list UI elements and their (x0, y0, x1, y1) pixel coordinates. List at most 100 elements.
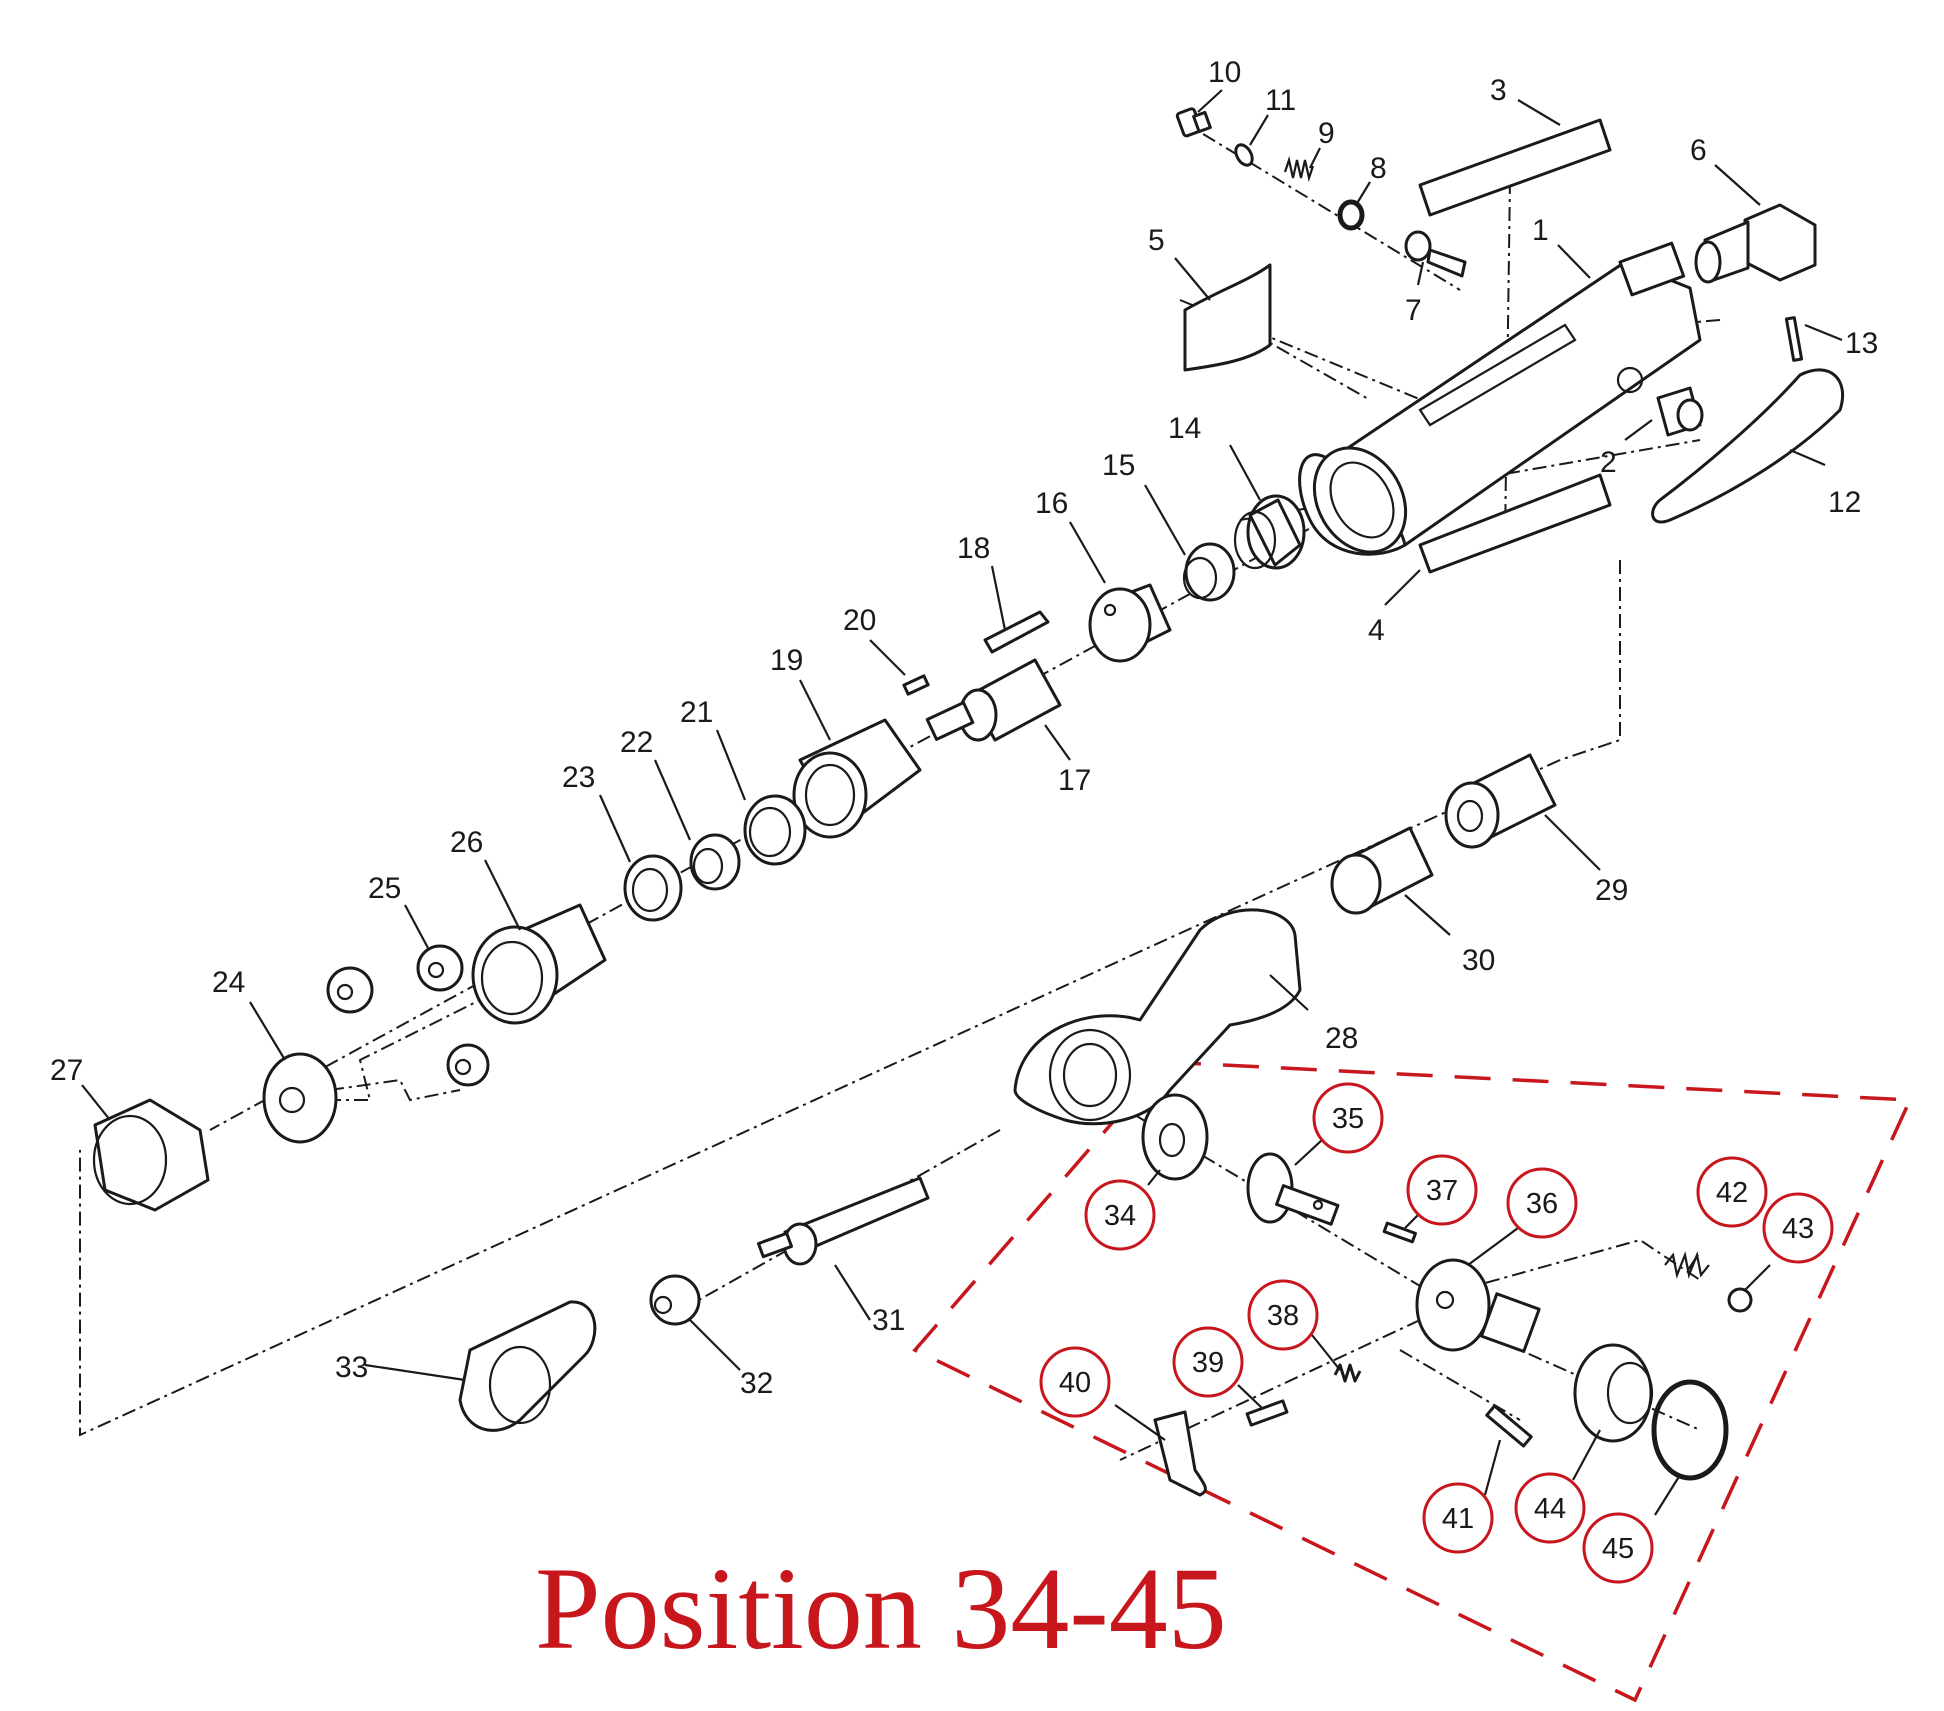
part-17-rotor (925, 658, 1062, 742)
part-6-air-inlet (1694, 203, 1817, 284)
part-34-thrust-washer (1141, 1093, 1209, 1181)
part-5-label-strip (1183, 263, 1272, 372)
circled-label-38: 38 (1267, 1300, 1299, 1332)
circled-label-41: 41 (1442, 1503, 1474, 1535)
label-33: 33 (335, 1351, 368, 1384)
label-20: 20 (843, 604, 876, 637)
circled-label-37: 37 (1426, 1175, 1458, 1207)
circled-label-40: 40 (1059, 1367, 1091, 1399)
label-21: 21 (680, 696, 713, 729)
label-24: 24 (212, 966, 245, 999)
part-9-spring (1283, 155, 1315, 183)
part-44-washer (1573, 1343, 1654, 1443)
circled-label-45: 45 (1602, 1533, 1634, 1565)
part-28-ratchet-head (1013, 908, 1302, 1126)
part-14-bearing-cap (1233, 494, 1306, 570)
label-27: 27 (50, 1054, 83, 1087)
part-33-ratchet-yoke (458, 1300, 597, 1432)
part-23-spacer-ring (623, 854, 683, 922)
label-22: 22 (620, 726, 653, 759)
part-20-pin (902, 674, 930, 696)
part-30-needle-bearing (1330, 826, 1434, 915)
label-25: 25 (368, 872, 401, 905)
part-22-ball-bearing (689, 833, 741, 891)
circle-leader-lines (1114, 1139, 1771, 1516)
part-35-reverse-cam (1246, 1152, 1340, 1226)
label-32: 32 (740, 1367, 773, 1400)
position-34-45-boundary (912, 1060, 1913, 1703)
label-4: 4 (1368, 614, 1385, 647)
leader-lines (81, 89, 1843, 1382)
part-10-screw (1175, 107, 1212, 138)
label-30: 30 (1462, 944, 1495, 977)
part-36-anvil (1415, 1258, 1541, 1353)
circled-labels: 34 35 36 37 38 39 40 41 42 43 44 45 (1039, 1082, 1834, 1584)
part-29-bushing (1444, 753, 1557, 849)
part-15-ball-bearing (1182, 542, 1236, 602)
label-26: 26 (450, 826, 483, 859)
part-21-end-plate (743, 794, 807, 866)
part-25-planet-gear-3 (446, 1043, 490, 1087)
label-29: 29 (1595, 874, 1628, 907)
position-title: Position 34-45 (535, 1543, 1227, 1674)
part-8-o-ring (1337, 199, 1365, 231)
label-14: 14 (1168, 412, 1201, 445)
part-25-planet-gear-2 (326, 966, 374, 1014)
part-45-retaining-ring (1651, 1379, 1729, 1481)
part-38-spring (1333, 1363, 1362, 1383)
part-24-planet-carrier (262, 1052, 338, 1144)
label-31: 31 (872, 1304, 905, 1337)
label-5: 5 (1148, 224, 1165, 257)
label-12: 12 (1828, 486, 1861, 519)
part-19-cylinder (792, 718, 922, 839)
part-11-washer (1234, 143, 1254, 167)
circled-label-42: 42 (1716, 1177, 1748, 1209)
circled-label-34: 34 (1104, 1200, 1136, 1232)
part-2-bushing (1656, 386, 1704, 437)
circled-label-35: 35 (1332, 1103, 1364, 1135)
part-40-pawl (1153, 1410, 1207, 1497)
part-42-spring (1664, 1251, 1710, 1279)
label-28: 28 (1325, 1022, 1358, 1055)
part-13-pin (1784, 316, 1804, 362)
part-25-planet-gear (416, 944, 464, 992)
label-11: 11 (1265, 84, 1296, 117)
circled-label-44: 44 (1534, 1493, 1566, 1525)
label-15: 15 (1102, 449, 1135, 482)
label-9: 9 (1318, 117, 1335, 150)
label-8: 8 (1370, 152, 1387, 185)
part-3-label-strip (1418, 118, 1612, 217)
circled-label-43: 43 (1782, 1213, 1814, 1245)
label-23: 23 (562, 761, 595, 794)
part-12-trigger-lever (1651, 368, 1845, 524)
part-number-labels: 1 2 3 4 5 6 7 8 9 10 11 12 13 14 15 16 1… (50, 56, 1878, 1400)
label-16: 16 (1035, 487, 1068, 520)
label-6: 6 (1690, 134, 1707, 167)
label-3: 3 (1490, 74, 1507, 107)
part-1-housing (1298, 241, 1702, 556)
label-17: 17 (1058, 764, 1091, 797)
label-19: 19 (770, 644, 803, 677)
part-18-vane (983, 610, 1050, 654)
part-39-pin (1245, 1399, 1289, 1427)
circled-label-36: 36 (1526, 1188, 1558, 1220)
part-32-ball (649, 1274, 701, 1326)
label-1: 1 (1532, 214, 1549, 247)
part-43-ball (1727, 1287, 1753, 1313)
assembly-axis-lines (79, 119, 1721, 1461)
label-2: 2 (1600, 446, 1617, 479)
part-7-valve (1404, 230, 1467, 278)
part-31-drive-shaft (757, 1176, 930, 1266)
label-18: 18 (957, 532, 990, 565)
label-7: 7 (1405, 294, 1422, 327)
part-41-pin (1485, 1404, 1533, 1448)
label-10: 10 (1208, 56, 1241, 89)
part-26-ring-gear (471, 903, 607, 1025)
part-37-pin (1382, 1221, 1417, 1244)
part-4-label-strip (1418, 473, 1612, 574)
part-27-ring-nut (92, 1098, 210, 1212)
part-16-end-plate (1088, 583, 1172, 663)
circled-label-39: 39 (1192, 1347, 1224, 1379)
label-13: 13 (1845, 327, 1878, 360)
